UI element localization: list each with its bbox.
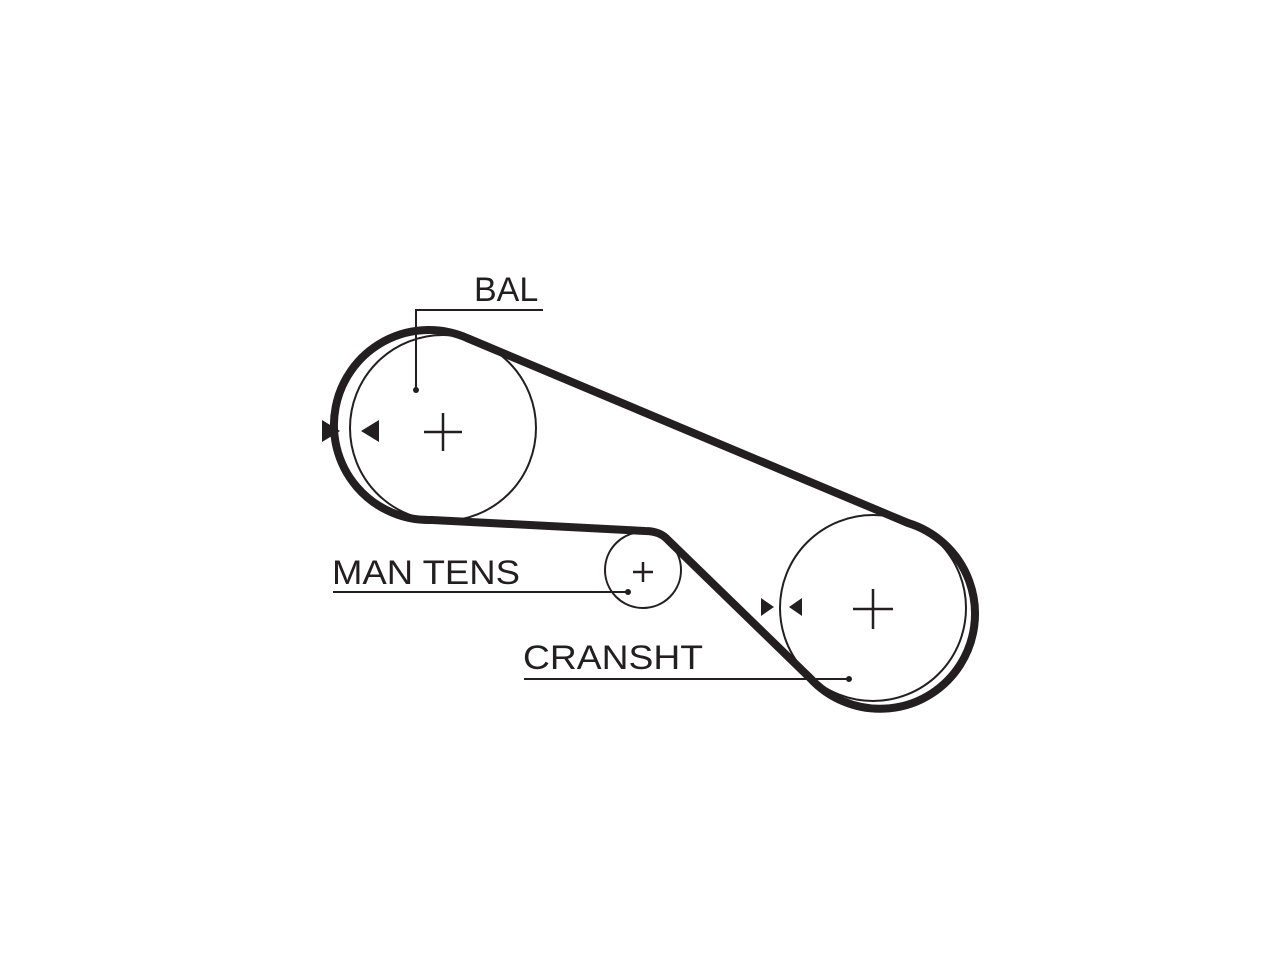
tensioner-leader (333, 589, 631, 595)
crankshaft-leader (524, 676, 852, 682)
crankshaft-timing-mark (761, 598, 802, 616)
balance-shaft-center-mark (424, 413, 462, 451)
balance-shaft-label: BAL (474, 271, 538, 309)
tensioner-center-mark (633, 562, 653, 582)
crankshaft-center-mark (853, 589, 893, 629)
balance-shaft-leader (413, 309, 543, 393)
manual-tensioner-label: MAN TENS (332, 554, 520, 592)
crankshaft-label: CRANSHT (523, 639, 703, 677)
crankshaft-pulley (779, 514, 967, 702)
timing-belt (329, 326, 980, 713)
balance-shaft-timing-mark (322, 420, 379, 442)
